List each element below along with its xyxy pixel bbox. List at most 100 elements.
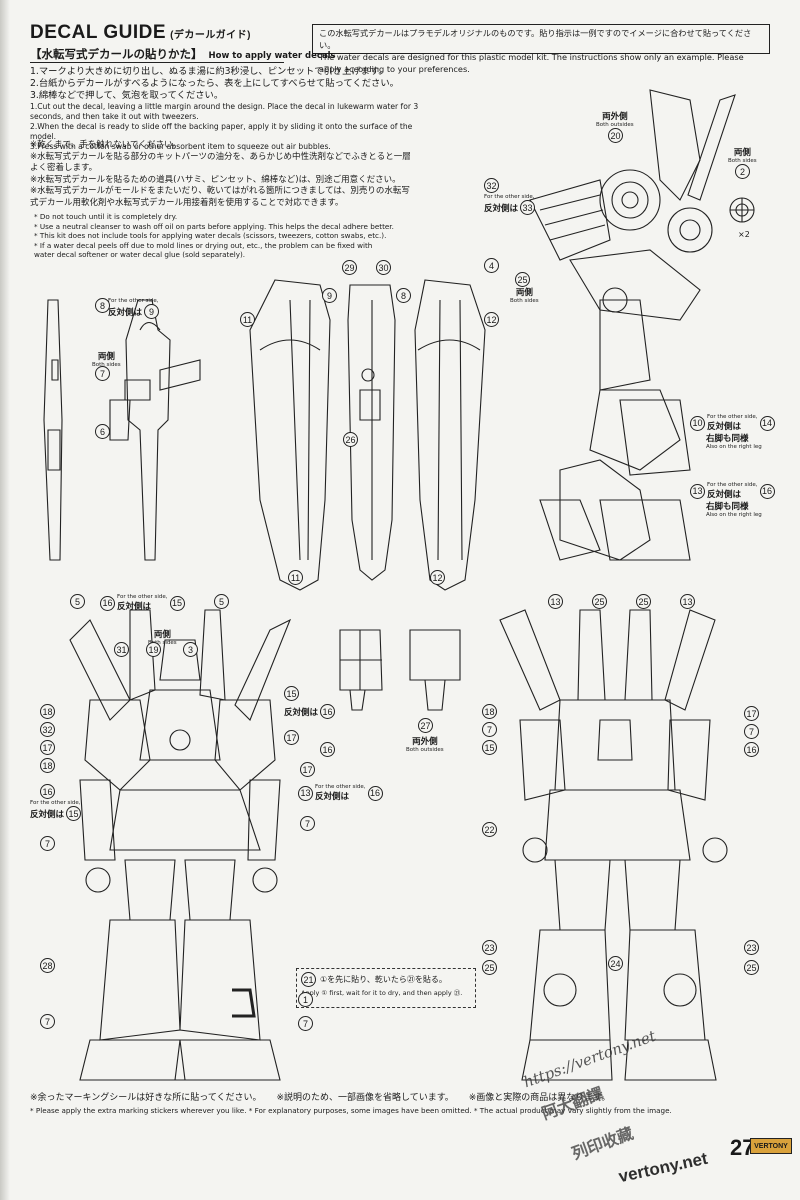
title-text: DECAL GUIDE [30, 22, 167, 43]
callout-7-foot: 7 [298, 1016, 313, 1031]
decal-number: 16 [759, 483, 775, 499]
other-side-jp: 反対側は [707, 490, 742, 500]
decal-number: 16 [320, 704, 336, 719]
callout-7-back-a: 7 [482, 722, 497, 737]
callout-15-back: 15 [482, 740, 497, 755]
other-side-en: For the other side, [315, 784, 366, 790]
callout-28: 28 [40, 958, 55, 973]
callout-15-right: 15 [284, 686, 299, 701]
callout-18-a: 18 [40, 704, 55, 719]
howto-title-jp: 【水転写式デカールの貼りかた】 [30, 47, 203, 61]
decal-number: 32 [484, 178, 499, 193]
callout-29: 29 [342, 260, 357, 275]
callout-2: 2 [735, 164, 750, 179]
other-side-jp: 反対側は [484, 203, 519, 214]
decal-number: 9 [322, 288, 337, 303]
other-side-en: For the other side, [484, 194, 535, 200]
label-both-outsides-part: 両外側 Both outsides [406, 735, 444, 753]
footer-note-3: ※画像と実際の商品は異なります。 [468, 1093, 611, 1103]
decal-number: 23 [482, 940, 497, 955]
decal-number: 2 [735, 164, 750, 179]
callout-17-right: 17 [284, 730, 299, 745]
both-sides-en: Both sides [728, 158, 757, 164]
both-sides-jp: 両側 [515, 288, 533, 298]
decal-number: 20 [608, 128, 623, 143]
footer-note-1: ※余ったマーキングシールは好きな所に貼ってください。 [30, 1093, 262, 1103]
rifle-drawings [43, 299, 201, 561]
note-jp-4: ※水転写式デカールを貼るための道具(ハサミ、ピンセット、綿棒など)は、別途ご用意… [30, 174, 401, 185]
decal-number: 5 [70, 594, 85, 609]
callout-17-right-b: 17 [300, 762, 315, 777]
decal-number: 17 [744, 706, 759, 721]
decal-number: 21 [301, 972, 316, 987]
notes-jp: ※乾くまで、手を触れないでください。 ※水転写式デカールを貼る部分のキットパーツ… [30, 140, 450, 209]
step-jp-2: 2.台紙からデカールがすべるようになったら、表を上にしてすべらせて貼ってください… [30, 78, 399, 89]
callout-22: 22 [482, 822, 497, 837]
notice-box: この水転写式デカールはプラモデルオリジナルのものです。貼り指示は一例ですのでイメ… [312, 24, 770, 74]
decal-number: 22 [482, 822, 497, 837]
howto-title-en: How to apply water decals [208, 51, 336, 61]
callout-25-back-b: 25 [636, 594, 651, 609]
callout-26: 26 [343, 432, 358, 447]
other-side-jp: 反対側は [108, 307, 143, 318]
callout-20: 20 [608, 128, 623, 143]
decal-number: 24 [608, 956, 623, 971]
callout-13-side: 13 For the other side, 反対側は 16 [690, 482, 775, 500]
callout-17-left: 17 [40, 740, 55, 755]
label-both-outsides-top: 両外側 Both outsides [596, 110, 634, 128]
callout-25-side: 25 [515, 272, 530, 287]
callout-16-top: 16 For the other side, 反対側は 15 [100, 594, 185, 612]
note-en-5: water decal softener or water decal glue… [34, 250, 246, 259]
callout-7-rifle: 7 [95, 366, 110, 381]
decal-number: 18 [482, 704, 497, 719]
tip-jp: ①を先に貼り、乾いたら㉑を貼る。 [320, 974, 447, 984]
side-view-drawing [529, 89, 755, 561]
decal-number: 19 [146, 642, 161, 657]
footer-notes-en: * Please apply the extra marking sticker… [30, 1106, 672, 1115]
decal-number: 7 [40, 836, 55, 851]
note-jp-1: ※乾くまで、手を触れないでください。 [30, 140, 182, 150]
decal-number: 15 [66, 806, 82, 821]
decal-number: 29 [342, 260, 357, 275]
decal-number: 8 [396, 288, 411, 303]
other-side-jp: 反対側は [30, 809, 65, 820]
callout-5-left: 5 [70, 594, 85, 609]
other-side-jp: 反対側は [284, 707, 319, 718]
other-side-en: For the other side, [707, 414, 758, 420]
label-right-leg-1: 右脚も同様 Also on the right leg [706, 432, 762, 450]
decal-number: 8 [95, 298, 110, 313]
callout-25-back-a: 25 [592, 594, 607, 609]
decal-number: 16 [320, 742, 335, 757]
callout-27: 27 [418, 718, 433, 733]
callout-9: 9 [322, 288, 337, 303]
decal-number: 16 [100, 595, 115, 611]
decal-number: 15 [482, 740, 497, 755]
decal-number: 13 [690, 483, 705, 499]
note-en-1: * Do not touch until it is completely dr… [34, 212, 178, 221]
callout-25-back-d: 25 [744, 960, 759, 975]
decal-number: 6 [95, 424, 110, 439]
decal-number: 25 [592, 594, 607, 609]
other-side-en: For the other side, [707, 482, 758, 488]
decal-number: 33 [520, 200, 536, 215]
callout-8-left: 8 [95, 298, 110, 313]
note-jp-5: ※水転写式デカールがモールドをまたいだり、乾いてはがれる箇所につきましては、別売… [30, 186, 410, 196]
decal-number: 15 [169, 595, 185, 611]
binder-drawings [249, 279, 486, 591]
callout-23-back: 23 [482, 940, 497, 955]
decal-number: 16 [367, 785, 383, 801]
decal-number: 16 [40, 784, 55, 799]
howto-underline [30, 62, 284, 63]
callout-12-top: 12 [484, 312, 499, 327]
callout-24: 24 [608, 956, 623, 971]
decal-number: 28 [40, 958, 55, 973]
label-other-side-16: 反対側は 16 [284, 704, 336, 719]
label-both-sides-right: 両側 Both sides [728, 146, 757, 164]
notes-en: * Do not touch until it is completely dr… [34, 212, 454, 260]
callout-19: 19 [146, 642, 161, 657]
callout-11-bottom: 11 [288, 570, 303, 585]
decal-number: 7 [95, 366, 110, 381]
other-side-en: For the other side, [108, 298, 159, 304]
